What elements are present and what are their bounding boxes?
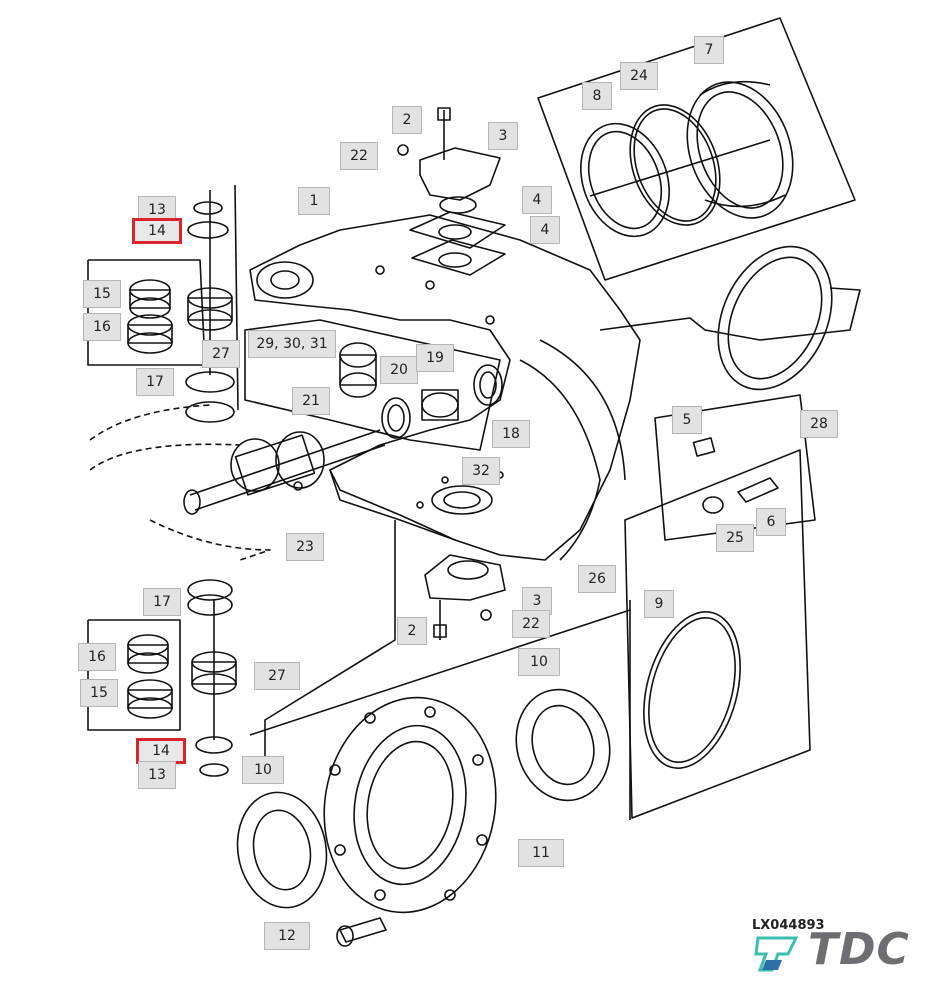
callout-24: 24 [620, 62, 658, 90]
callout-16-bottom: 16 [78, 643, 116, 671]
callout-30: 30 [283, 336, 301, 352]
callout-2-top: 2 [392, 106, 422, 134]
callout-7: 7 [694, 36, 724, 64]
callout-15-bottom: 15 [80, 679, 118, 707]
callout-10-left: 10 [242, 756, 284, 784]
bearing-10-left [236, 791, 328, 909]
callout-2-bottom: 2 [397, 617, 427, 645]
callout-18: 18 [492, 420, 530, 448]
callout-27-bottom: 27 [254, 662, 300, 690]
callout-4-lower: 4 [530, 216, 560, 244]
brand-logo-text: TDC [808, 924, 910, 975]
document-id: LX044893 [752, 918, 825, 933]
callout-32: 32 [462, 457, 500, 485]
callout-27-top: 27 [202, 340, 240, 368]
shim-lower [411, 239, 506, 276]
callout-31: 31 [309, 336, 328, 352]
seal-7 [686, 81, 794, 219]
seal-28 [717, 245, 833, 391]
shim-upper [409, 211, 506, 249]
callout-21: 21 [292, 387, 330, 415]
callout-1: 1 [298, 187, 330, 215]
callout-20: 20 [380, 356, 418, 384]
tdc-logo-icon [754, 936, 799, 972]
o-ring-9 [643, 611, 741, 769]
callout-6: 6 [756, 508, 786, 536]
callout-19: 19 [416, 344, 454, 372]
callout-22-bottom: 22 [512, 610, 550, 638]
callout-22-top: 22 [340, 142, 378, 170]
callout-9: 9 [644, 590, 674, 618]
panel-26 [624, 449, 811, 819]
callout-5: 5 [672, 406, 702, 434]
callout-14-top-highlighted: 14 [132, 218, 182, 244]
o-ring-24 [629, 104, 721, 226]
callout-11: 11 [518, 839, 564, 867]
callout-17-top: 17 [136, 368, 174, 396]
callout-13-bottom: 13 [138, 761, 176, 789]
callout-4-upper: 4 [522, 186, 552, 214]
top-cap [419, 147, 501, 201]
callout-8: 8 [582, 82, 612, 110]
callout-25: 25 [716, 524, 754, 552]
callout-15-top: 15 [83, 280, 121, 308]
callout-16-top: 16 [83, 313, 121, 341]
callout-29: 29 [256, 336, 275, 352]
housing-body [249, 214, 641, 561]
callout-29-30-31: 29, 30, 31 [248, 330, 336, 358]
hub-11 [323, 696, 497, 914]
callout-23: 23 [286, 533, 324, 561]
callout-10-right: 10 [518, 648, 560, 676]
bearing-10-right [515, 688, 611, 802]
callout-12: 12 [264, 922, 310, 950]
callout-28: 28 [800, 410, 838, 438]
callout-17-bottom: 17 [143, 588, 181, 616]
seal-8 [580, 122, 670, 238]
callout-3-top: 3 [488, 122, 518, 150]
callout-26: 26 [578, 565, 616, 593]
